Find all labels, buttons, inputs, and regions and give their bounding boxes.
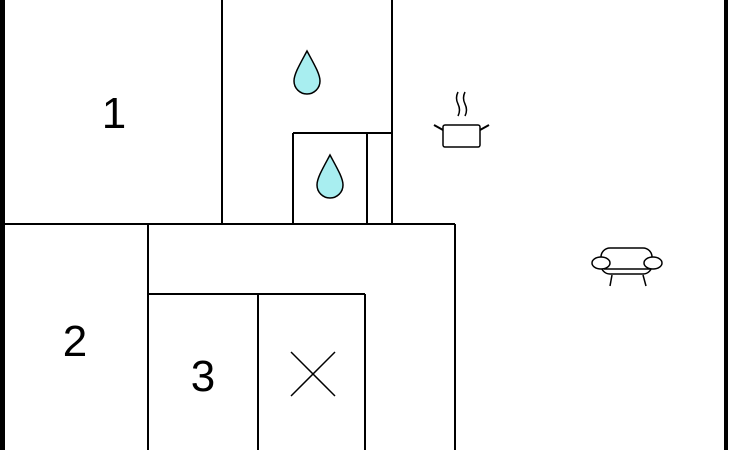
interior-walls — [2, 0, 456, 450]
cooking-pot-icon — [433, 91, 490, 148]
room-3-label: 3 — [191, 352, 215, 401]
sofa-icon — [591, 247, 663, 287]
room-1-label: 1 — [102, 89, 126, 138]
cross-mark-icon — [290, 351, 336, 397]
water-drop-icon — [316, 153, 344, 199]
room-2-label: 2 — [63, 317, 87, 366]
water-drop-icon — [293, 49, 321, 95]
